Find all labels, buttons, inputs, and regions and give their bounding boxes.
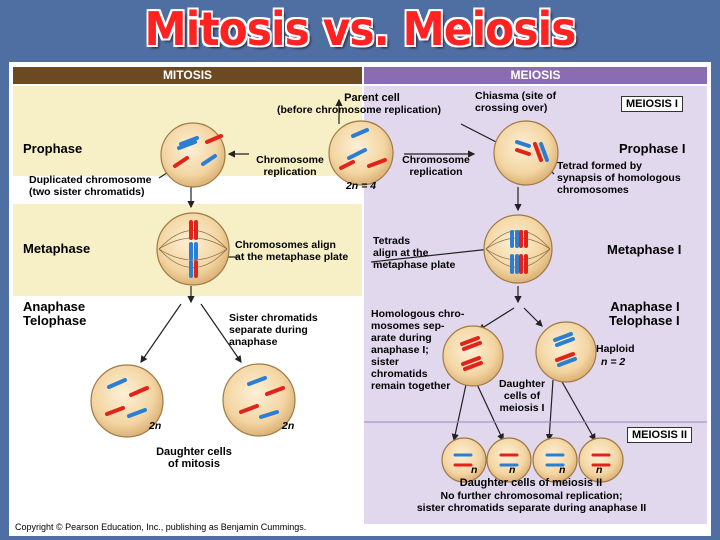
haploid-label: Haploid <box>596 343 635 355</box>
tetrads-align-label: Tetrads align at the metaphase plate <box>373 235 456 271</box>
meiosis-header: MEIOSIS <box>364 67 707 84</box>
chromosomes-align-label: Chromosomes align at the metaphase plate <box>235 239 349 263</box>
prophase-i-label: Prophase I <box>619 141 686 156</box>
mitosis-band-bottom <box>13 298 362 514</box>
cell-meiosis-ii-3 <box>532 437 578 483</box>
cell-meiosis-daughter-i-right <box>535 321 597 383</box>
homologous-separate-label: Homologous chro- mosomes sep- arate duri… <box>371 308 465 392</box>
sister-chromatids-separate-label: Sister chromatids separate during anapha… <box>229 312 318 348</box>
cell-meiosis-ii-2 <box>486 437 532 483</box>
meiosis-ii-box: MEIOSIS II <box>627 427 693 443</box>
n-label-1: n <box>471 464 478 476</box>
daughter-meiosis-i-label: Daughter cells of meiosis I <box>498 378 546 414</box>
n-label-4: n <box>596 464 603 476</box>
parent-cell-sub-label: (before chromosome replication) <box>277 104 441 116</box>
daughter-cells-mitosis-label: Daughter cells of mitosis <box>156 446 232 470</box>
anaphase-telophase-i-label: Anaphase I Telophase I <box>609 299 680 328</box>
cell-mitosis-daughter-right <box>222 363 296 437</box>
two-n-four-label: 2n = 4 <box>345 180 377 192</box>
meiosis-i-box: MEIOSIS I <box>621 96 683 112</box>
chromosome-replication-right-label: Chromosome replication <box>402 154 470 178</box>
copyright-label: Copyright © Pearson Education, Inc., pub… <box>15 522 307 532</box>
diagram-graphics <box>90 98 707 483</box>
n-two-label: n = 2 <box>601 356 626 368</box>
cell-meiosis-daughter-i-left <box>442 325 504 387</box>
diagram-figure: MITOSIS MEIOSIS <box>9 62 711 536</box>
cell-meiosis-ii-1 <box>441 437 487 483</box>
arrows <box>140 98 596 442</box>
no-further-replication-label: No further chromosomal replication; sist… <box>416 490 647 514</box>
chiasma-label: Chiasma (site of crossing over) <box>475 90 557 114</box>
tetrad-formed-label: Tetrad formed by synapsis of homologous … <box>557 160 681 196</box>
metaphase-label: Metaphase <box>23 241 91 256</box>
duplicated-chromosome-label: Duplicated chromosome (two sister chroma… <box>29 174 152 198</box>
chromosome-replication-left-label: Chromosome replication <box>256 154 324 178</box>
cell-mitosis-daughter-left <box>90 364 164 438</box>
slide-title: Mitosis vs. Meiosis <box>144 2 577 56</box>
chromosomes <box>105 128 611 467</box>
parent-cell-label: Parent cell <box>344 92 400 104</box>
two-n-left-label: 2n <box>149 420 162 432</box>
prophase-label: Prophase <box>23 141 83 156</box>
two-n-right-label: 2n <box>282 420 295 432</box>
n-label-3: n <box>559 464 566 476</box>
cell-meiosis-ii-4 <box>578 437 624 483</box>
anaphase-telophase-label: Anaphase Telophase <box>23 299 87 328</box>
mitosis-header: MITOSIS <box>13 67 362 84</box>
metaphase-i-label: Metaphase I <box>607 242 682 257</box>
cells <box>90 120 624 483</box>
cell-meiosis-metaphase-i <box>483 214 553 284</box>
n-label-2: n <box>509 464 516 476</box>
daughter-cells-meiosis-ii-label: Daughter cells of meiosis II <box>459 477 603 489</box>
